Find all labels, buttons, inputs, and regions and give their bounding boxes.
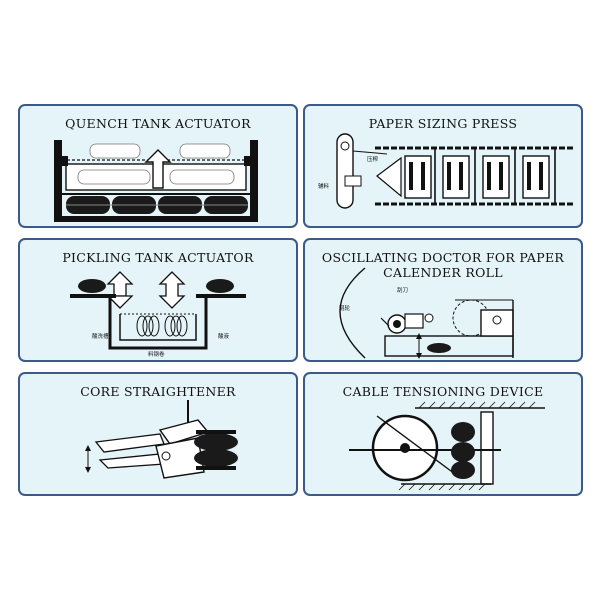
panel-oscillating-doctor: OSCILLATING DOCTOR FOR PAPER CALENDER RO…: [303, 238, 583, 362]
panel-title: CABLE TENSIONING DEVICE: [342, 384, 544, 399]
panel-title: PICKLING TANK ACTUATOR: [62, 250, 254, 265]
clamp-body: [155, 437, 205, 479]
label-acid: 酸液: [218, 332, 230, 340]
pickling-tank: [108, 298, 208, 350]
panel-cable-tensioning-device: CABLE TENSIONING DEVICE: [303, 372, 583, 496]
label-auxiliary: 辅料: [318, 182, 330, 190]
pickling-tank-diagram: 酸洗槽 酸液 料钢卷: [70, 271, 246, 358]
pivot-icon: [340, 141, 350, 151]
cable-tensioning-diagram: [349, 401, 545, 491]
down-arrow-icon: [106, 295, 134, 309]
actuator-mount: [344, 175, 362, 187]
air-bellows: [78, 279, 106, 293]
label-acid-tank: 酸洗槽: [92, 332, 109, 340]
guide-block: [244, 156, 250, 166]
blade-clamp: [404, 313, 424, 329]
drive-shaft: [492, 315, 502, 325]
core-straightener-diagram: [85, 400, 238, 479]
bellows-icon: [487, 162, 491, 190]
air-bellows: [206, 279, 234, 293]
air-bellows: [451, 422, 475, 442]
press-unit: [404, 155, 432, 199]
arrow-head: [85, 445, 91, 451]
panel-pickling-tank-actuator: PICKLING TANK ACTUATOR 酸洗槽 酸液 料钢卷: [18, 238, 298, 362]
bellows-icon: [459, 162, 463, 190]
air-bellows: [451, 442, 475, 462]
hinge-bolt: [161, 451, 171, 461]
label-press: 压榨: [367, 155, 379, 163]
panel-title: CORE STRAIGHTENER: [80, 384, 236, 399]
steel-coils: [136, 315, 188, 337]
clamp-bolt: [424, 313, 434, 323]
air-bellows: [194, 449, 238, 467]
air-bellows: [451, 461, 475, 479]
bellows-icon: [499, 162, 503, 190]
pulley-hub: [400, 443, 410, 453]
panel-core-straightener: CORE STRAIGHTENER: [18, 372, 298, 496]
quench-part: [179, 143, 231, 159]
panel-title: PAPER SIZING PRESS: [368, 116, 518, 131]
panel-title-line2: CALENDER ROLL: [383, 265, 503, 280]
label-roll: 辊轮: [339, 304, 351, 312]
bellows-icon: [527, 162, 531, 190]
label-coil: 料钢卷: [148, 350, 165, 358]
tank-wall-right: [250, 140, 258, 220]
calender-roll: [339, 267, 366, 359]
panel-paper-sizing-press: PAPER SIZING PRESS 辅料 压榨: [303, 104, 583, 228]
press-unit: [442, 155, 470, 199]
air-bellows: [427, 343, 451, 353]
tank-floor: [54, 216, 258, 222]
ceiling-hatch: [418, 401, 536, 409]
press-unit: [482, 155, 510, 199]
up-down-arrow-icon: [158, 271, 186, 309]
bellows-top-plate: [196, 430, 236, 434]
tank-wall-left: [54, 140, 62, 220]
bellows-bottom-plate: [196, 466, 236, 470]
panel-quench-tank-actuator: QUENCH TANK ACTUATOR: [18, 104, 298, 228]
lower-jaw: [98, 453, 165, 469]
quench-tank-diagram: [54, 140, 258, 222]
air-bellows: [194, 433, 238, 451]
guide-block: [62, 156, 68, 166]
doctor-blade-diagram: 辊轮 刮刀: [339, 267, 514, 359]
upper-jaw: [94, 433, 165, 453]
paper-sizing-diagram: 辅料 压榨: [318, 133, 575, 209]
up-arrow-icon: [106, 271, 134, 297]
pivot-hub: [393, 320, 401, 328]
floor-hatch: [398, 483, 486, 491]
panel-title: OSCILLATING DOCTOR FOR PAPER: [321, 250, 565, 265]
lift-arrow-icon: [144, 149, 172, 189]
bellows-icon: [421, 162, 425, 190]
press-unit: [522, 155, 550, 199]
arrow-head: [85, 467, 91, 473]
tank-basket: [119, 314, 197, 341]
quench-part: [77, 169, 151, 185]
bellows-icon: [409, 162, 413, 190]
quench-part: [169, 169, 235, 185]
bellows-icon: [539, 162, 543, 190]
tension-arm: [376, 415, 456, 475]
panel-title: QUENCH TANK ACTUATOR: [65, 116, 251, 131]
press-cone: [376, 156, 402, 198]
doctor-blade: [380, 317, 390, 327]
bellows-icon: [447, 162, 451, 190]
label-blade: 刮刀: [397, 286, 408, 294]
quench-part: [89, 143, 141, 159]
press-arm: [336, 133, 354, 209]
tension-frame: [480, 411, 494, 485]
paper-web: [352, 150, 388, 155]
